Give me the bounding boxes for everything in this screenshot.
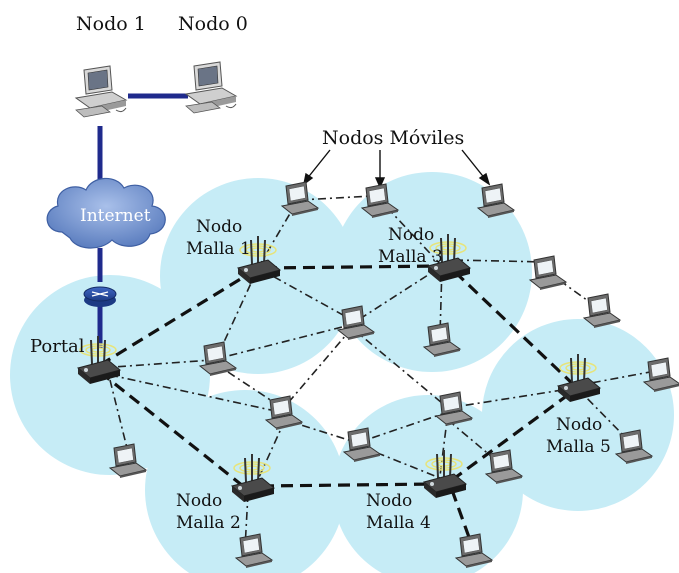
mesh-link-m4-laptop bbox=[450, 489, 472, 541]
node0-label: Nodo 0 bbox=[178, 13, 248, 35]
malla-5-label-line2: Malla 5 bbox=[546, 437, 611, 457]
malla-5-label-line1: Nodo bbox=[556, 415, 602, 435]
portal-label: Portal bbox=[30, 336, 85, 357]
mlink bbox=[227, 371, 279, 406]
arrowhead bbox=[374, 177, 386, 189]
mesh-link-portal-m2 bbox=[99, 370, 249, 492]
mesh-links bbox=[99, 264, 577, 541]
wired-links bbox=[97, 93, 188, 348]
internet-cloud-icon bbox=[46, 177, 166, 249]
mlink bbox=[254, 419, 286, 487]
mlink bbox=[351, 327, 449, 409]
malla-3-label-line2: Malla 3 bbox=[378, 247, 443, 267]
desktop-node0-icon bbox=[185, 61, 237, 114]
node1-label: Nodo 1 bbox=[76, 13, 146, 35]
mlink bbox=[109, 374, 281, 413]
mesh-link-m2-m4 bbox=[261, 482, 437, 488]
mlink bbox=[359, 411, 449, 443]
mlink bbox=[359, 445, 441, 479]
mlink bbox=[447, 387, 576, 409]
mesh-link-m1-m3 bbox=[264, 264, 443, 270]
arrowhead bbox=[478, 172, 491, 186]
router-icon bbox=[83, 286, 117, 307]
mesh-link-portal-m1 bbox=[99, 270, 253, 367]
laptop-icon bbox=[477, 183, 515, 219]
mlink bbox=[299, 195, 373, 201]
malla-4-label-line2: Malla 4 bbox=[366, 513, 431, 533]
mesh-link-m3-m5 bbox=[453, 270, 577, 388]
malla-2-label-line1: Nodo bbox=[176, 491, 222, 511]
mobile-nodes-label: Nodos Móviles bbox=[322, 127, 464, 149]
malla-1-label-line2: Malla 1 bbox=[186, 239, 251, 259]
mlink bbox=[439, 265, 443, 336]
laptop-icon bbox=[529, 255, 567, 291]
arrow-line bbox=[461, 149, 487, 181]
arrow-line bbox=[305, 149, 331, 181]
mlink bbox=[454, 259, 546, 263]
mlink bbox=[217, 267, 259, 356]
mlink bbox=[211, 324, 351, 361]
mesh-link-m4-m5 bbox=[451, 390, 573, 482]
malla-4-label-line1: Nodo bbox=[366, 491, 412, 511]
mlink bbox=[109, 379, 129, 453]
internet-label: Internet bbox=[80, 206, 151, 226]
malla-2-label-line2: Malla 2 bbox=[176, 513, 241, 533]
laptop-icon bbox=[583, 293, 621, 329]
mlink bbox=[99, 359, 213, 369]
mobile-nodes-arrows bbox=[302, 149, 491, 189]
malla-3-label-line1: Nodo bbox=[388, 225, 434, 245]
malla-1-label-line1: Nodo bbox=[196, 217, 242, 237]
desktop-node1-icon bbox=[75, 65, 127, 118]
